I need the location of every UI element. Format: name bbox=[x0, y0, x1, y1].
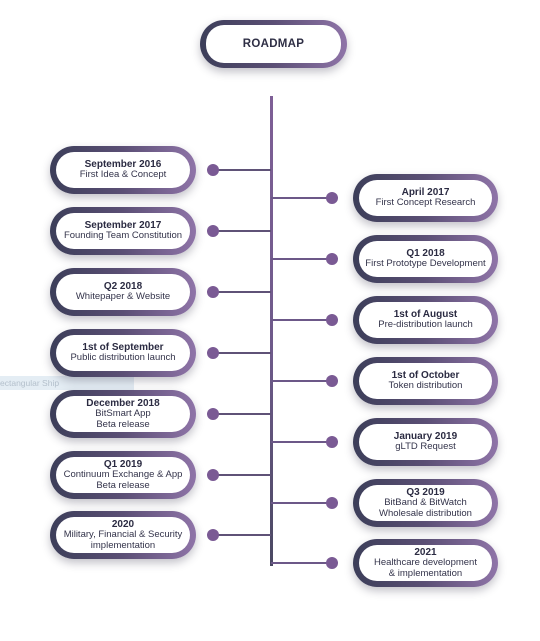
milestone-description: First Concept Research bbox=[375, 197, 476, 209]
roadmap-title: ROADMAP bbox=[242, 37, 305, 50]
milestone-date: December 2018 bbox=[86, 397, 160, 409]
roadmap-title-pill: ROADMAP bbox=[200, 20, 347, 68]
milestone-dot bbox=[207, 164, 219, 176]
milestone-description: Military, Financial & Security bbox=[63, 528, 183, 540]
branch-line bbox=[212, 413, 271, 415]
milestone-description: BitSmart App bbox=[95, 407, 151, 419]
milestone-description: gLTD Request bbox=[395, 441, 456, 453]
branch-line bbox=[271, 562, 333, 564]
milestone-date: Q2 2018 bbox=[103, 281, 143, 293]
branch-line bbox=[212, 474, 271, 476]
milestone-dot bbox=[326, 497, 338, 509]
milestone-date: 2021 bbox=[414, 546, 437, 558]
milestone-dot bbox=[326, 253, 338, 265]
milestone-date: April 2017 bbox=[401, 187, 450, 199]
branch-line bbox=[271, 258, 333, 260]
milestone-date: 1st of October bbox=[391, 370, 460, 382]
timeline-spine bbox=[270, 96, 273, 566]
milestone-dot bbox=[326, 557, 338, 569]
milestone-date: September 2017 bbox=[84, 220, 162, 232]
milestone-dot bbox=[326, 436, 338, 448]
milestone-date: Q3 2019 bbox=[406, 486, 445, 498]
overlay-label: ectangular Ship bbox=[0, 376, 134, 390]
milestone-date: 1st of August bbox=[393, 309, 458, 321]
milestone-description: Pre-distribution launch bbox=[378, 319, 473, 331]
milestone-dot bbox=[326, 375, 338, 387]
milestone-dot bbox=[207, 225, 219, 237]
branch-line bbox=[212, 230, 271, 232]
branch-line bbox=[212, 291, 271, 293]
milestone-dot bbox=[207, 286, 219, 298]
branch-line bbox=[271, 380, 333, 382]
milestone-description: Token distribution bbox=[388, 380, 463, 392]
milestone-date: Q1 2019 bbox=[103, 458, 143, 470]
branch-line bbox=[271, 319, 333, 321]
milestone-date: September 2016 bbox=[84, 159, 162, 171]
milestone-dot bbox=[207, 408, 219, 420]
milestone-description: BitBand & BitWatch bbox=[384, 496, 467, 508]
milestone-description: & implementation bbox=[388, 567, 463, 579]
milestone-description: Wholesale distribution bbox=[379, 507, 472, 519]
milestone-dot bbox=[326, 314, 338, 326]
milestone-description: Healthcare development bbox=[374, 556, 477, 568]
milestone-description: Whitepaper & Website bbox=[75, 291, 171, 303]
branch-line bbox=[271, 197, 333, 199]
milestone-date: Q1 2018 bbox=[406, 248, 445, 260]
milestone-dot bbox=[207, 469, 219, 481]
branch-line bbox=[271, 502, 333, 504]
milestone-description: Continuum Exchange & App bbox=[63, 468, 183, 480]
milestone-description: Founding Team Constitution bbox=[63, 230, 183, 242]
milestone-description: Beta release bbox=[96, 479, 150, 491]
milestone-date: 2020 bbox=[111, 518, 135, 530]
milestone-description: Public distribution launch bbox=[70, 352, 176, 364]
branch-line bbox=[212, 169, 271, 171]
milestone-description: First Prototype Development bbox=[365, 258, 486, 270]
milestone-description: implementation bbox=[90, 539, 156, 551]
milestone-description: First Idea & Concept bbox=[79, 169, 167, 181]
milestone-dot bbox=[207, 347, 219, 359]
milestone-date: 1st of September bbox=[82, 342, 164, 354]
milestone-dot bbox=[326, 192, 338, 204]
branch-line bbox=[212, 534, 271, 536]
milestone-description: Beta release bbox=[96, 418, 150, 430]
branch-line bbox=[212, 352, 271, 354]
milestone-date: January 2019 bbox=[393, 431, 458, 443]
milestone-dot bbox=[207, 529, 219, 541]
branch-line bbox=[271, 441, 333, 443]
